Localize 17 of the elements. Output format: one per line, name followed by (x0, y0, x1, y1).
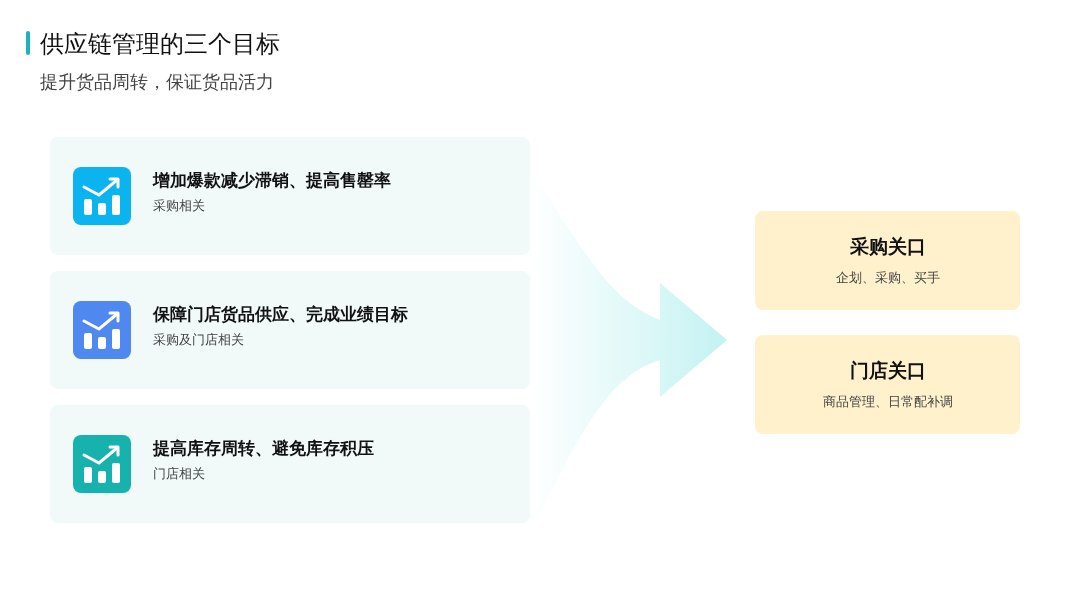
card-heading: 门店关口 (848, 358, 927, 383)
card-heading: 保障门店货品供应、完成业绩目标 (153, 303, 408, 326)
card (755, 211, 1020, 310)
card-subtitle: 采购相关 (153, 197, 205, 215)
slide-subtitle: 提升货品周转，保证货品活力 (40, 70, 274, 94)
card (50, 271, 530, 389)
card-subtitle: 商品管理、日常配补调 (821, 393, 954, 411)
card-heading: 增加爆款减少滞销、提高售罄率 (153, 169, 391, 192)
card (755, 335, 1020, 434)
card-subtitle: 企划、采购、买手 (834, 269, 941, 287)
card (50, 137, 530, 255)
card-heading: 采购关口 (848, 234, 927, 259)
slide-title: 供应链管理的三个目标 (40, 29, 280, 60)
card-heading: 提高库存周转、避免库存积压 (153, 437, 374, 460)
card (50, 405, 530, 523)
card-subtitle: 采购及门店相关 (153, 331, 244, 349)
card-subtitle: 门店相关 (153, 465, 205, 483)
